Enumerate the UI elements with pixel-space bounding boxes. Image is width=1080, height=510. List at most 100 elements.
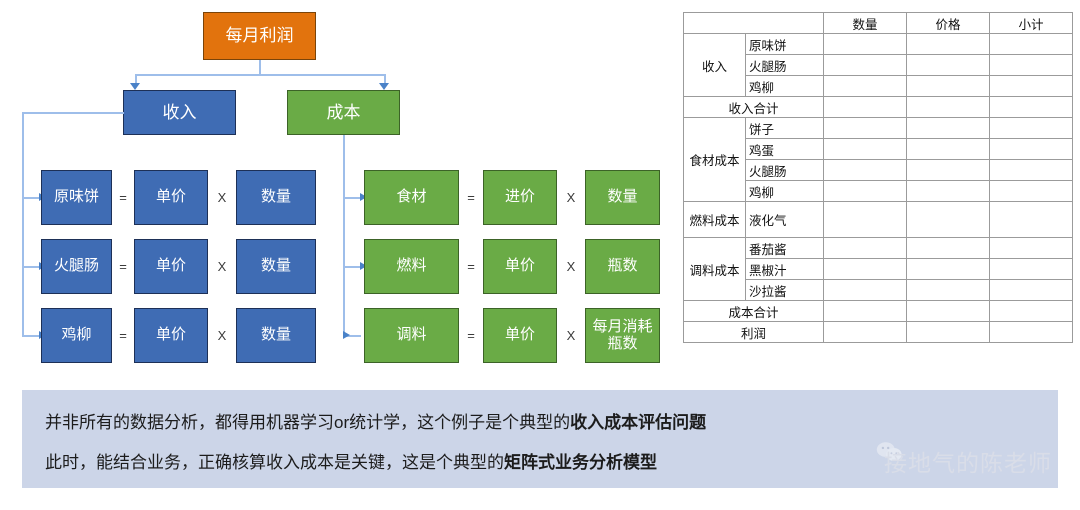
group-label-revenue: 收入	[683, 33, 746, 97]
cell-subtotal[interactable]	[989, 237, 1073, 259]
cell-quantity[interactable]	[823, 33, 907, 55]
cell-quantity[interactable]	[823, 300, 907, 322]
cell-subtotal[interactable]	[989, 138, 1073, 160]
arrow-down-cost-icon	[379, 83, 389, 90]
cell-price[interactable]	[906, 54, 990, 76]
cost-factor1-2[interactable]: 单价	[483, 308, 557, 363]
cell-price[interactable]	[906, 258, 990, 280]
node-monthly-profit[interactable]: 每月利润	[203, 12, 316, 60]
cell-quantity[interactable]	[823, 258, 907, 280]
cell-price[interactable]	[906, 321, 990, 343]
table-row[interactable]: 鸡柳	[684, 180, 1073, 202]
item-label: 沙拉酱	[745, 279, 824, 301]
cost-item-0[interactable]: 食材	[364, 170, 459, 225]
cell-quantity[interactable]	[823, 117, 907, 139]
box-label: 瓶数	[607, 257, 638, 275]
cell-subtotal[interactable]	[989, 279, 1073, 301]
table-row-total-revenue[interactable]: 收入合计	[683, 96, 1073, 118]
box-label: 原味饼	[53, 188, 99, 206]
node-revenue[interactable]: 收入	[123, 90, 236, 135]
cell-price[interactable]	[906, 159, 990, 181]
cell-price[interactable]	[906, 75, 990, 97]
connector-cost-stub-2	[343, 266, 361, 268]
cost-item-1[interactable]: 燃料	[364, 239, 459, 294]
table-row[interactable]: 沙拉酱	[684, 279, 1073, 301]
revenue-factor2-2[interactable]: 数量	[236, 308, 316, 363]
table-row-total-cost[interactable]: 成本合计	[683, 300, 1073, 322]
cost-factor1-1[interactable]: 单价	[483, 239, 557, 294]
cell-subtotal[interactable]	[989, 300, 1073, 322]
connector-root-stem	[259, 60, 261, 75]
table-row[interactable]: 调料成本 番茄酱	[683, 237, 1073, 301]
cell-price[interactable]	[906, 138, 990, 160]
cell-subtotal[interactable]	[989, 321, 1073, 343]
operator-multiply: X	[566, 328, 576, 343]
cell-price[interactable]	[906, 117, 990, 139]
node-cost[interactable]: 成本	[287, 90, 400, 135]
table-row[interactable]: 燃料成本 液化气	[683, 201, 1073, 238]
cell-quantity[interactable]	[823, 237, 907, 259]
connector-to-cost	[384, 74, 386, 84]
box-label: 数量	[260, 326, 291, 344]
connector-revenue-out	[22, 112, 124, 114]
revenue-factor1-2[interactable]: 单价	[134, 308, 208, 363]
cell-subtotal[interactable]	[989, 33, 1073, 55]
operator-equals: =	[119, 328, 127, 343]
table-row[interactable]: 食材成本 饼子	[683, 117, 1073, 202]
cell-subtotal[interactable]	[989, 96, 1073, 118]
connector-root-bar	[135, 74, 385, 76]
cell-subtotal[interactable]	[989, 180, 1073, 202]
revenue-factor1-0[interactable]: 单价	[134, 170, 208, 225]
cell-subtotal[interactable]	[989, 258, 1073, 280]
cost-factor1-0[interactable]: 进价	[483, 170, 557, 225]
operator-multiply: X	[217, 328, 227, 343]
group-label-fuel-cost: 燃料成本	[683, 201, 746, 238]
cell-quantity[interactable]	[823, 159, 907, 181]
revenue-factor2-0[interactable]: 数量	[236, 170, 316, 225]
cell-quantity[interactable]	[823, 201, 907, 238]
cell-price[interactable]	[906, 96, 990, 118]
table-row-profit[interactable]: 利润	[683, 321, 1073, 343]
item-label: 火腿肠	[745, 54, 824, 76]
item-label: 黑椒汁	[745, 258, 824, 280]
arrow-right-cost-3-icon	[343, 331, 350, 339]
cell-quantity[interactable]	[823, 321, 907, 343]
cell-price[interactable]	[906, 279, 990, 301]
revenue-factor1-1[interactable]: 单价	[134, 239, 208, 294]
cell-price[interactable]	[906, 300, 990, 322]
cell-subtotal[interactable]	[989, 117, 1073, 139]
table-row[interactable]: 火腿肠	[684, 54, 1073, 76]
cell-quantity[interactable]	[823, 96, 907, 118]
cell-subtotal[interactable]	[989, 159, 1073, 181]
revenue-factor2-1[interactable]: 数量	[236, 239, 316, 294]
box-label: 单价	[155, 188, 186, 206]
cost-factor2-0[interactable]: 数量	[585, 170, 660, 225]
box-label: 调料	[396, 326, 427, 344]
cell-subtotal[interactable]	[989, 201, 1073, 238]
box-label: 食材	[396, 188, 427, 206]
revenue-item-1[interactable]: 火腿肠	[41, 239, 112, 294]
cell-quantity[interactable]	[823, 54, 907, 76]
cell-quantity[interactable]	[823, 75, 907, 97]
table-row[interactable]: 收入 原味饼	[683, 33, 1073, 97]
arrow-right-cost-1-icon	[360, 193, 367, 201]
table-row[interactable]: 黑椒汁	[684, 258, 1073, 280]
cell-price[interactable]	[906, 180, 990, 202]
cost-item-2[interactable]: 调料	[364, 308, 459, 363]
cell-quantity[interactable]	[823, 279, 907, 301]
cost-factor2-1[interactable]: 瓶数	[585, 239, 660, 294]
cell-subtotal[interactable]	[989, 75, 1073, 97]
revenue-item-2[interactable]: 鸡柳	[41, 308, 112, 363]
box-label: 鸡柳	[61, 326, 92, 344]
revenue-item-0[interactable]: 原味饼	[41, 170, 112, 225]
cell-price[interactable]	[906, 237, 990, 259]
cell-price[interactable]	[906, 33, 990, 55]
cell-price[interactable]	[906, 201, 990, 238]
cell-subtotal[interactable]	[989, 54, 1073, 76]
cell-quantity[interactable]	[823, 138, 907, 160]
cell-quantity[interactable]	[823, 180, 907, 202]
item-label: 火腿肠	[745, 159, 824, 181]
cost-factor2-2[interactable]: 每月消耗瓶数	[585, 308, 660, 363]
connector-revenue-stub-3	[22, 335, 40, 337]
box-label: 单价	[155, 326, 186, 344]
